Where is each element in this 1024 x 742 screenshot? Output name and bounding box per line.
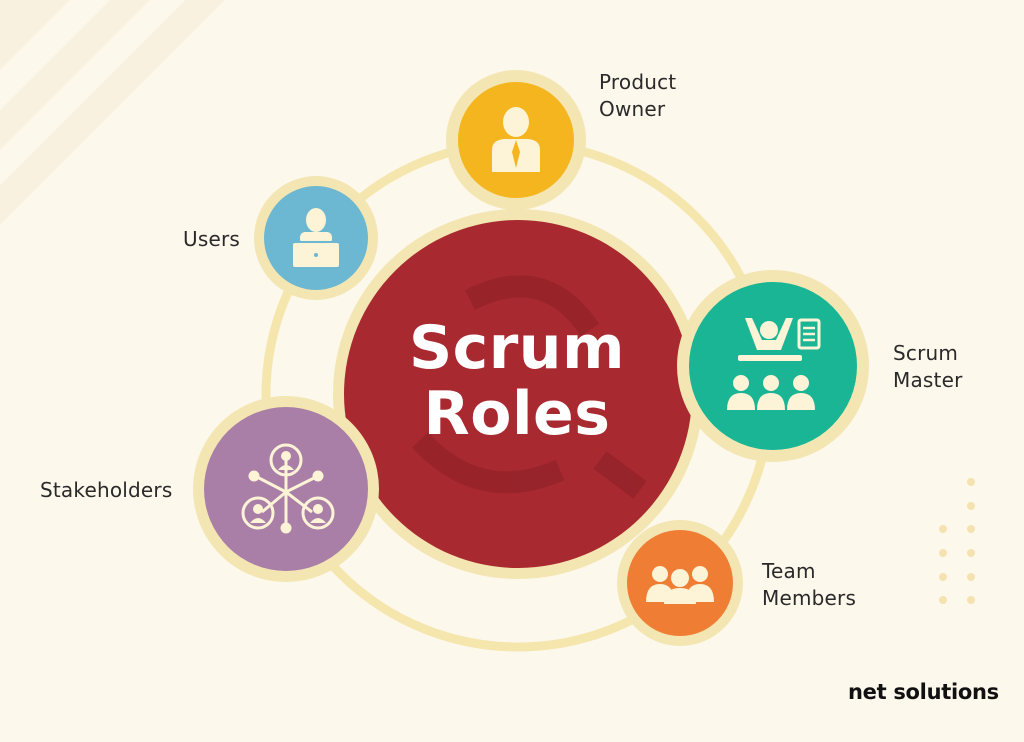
- network-people-icon: [241, 443, 335, 534]
- sprint-cycle-watermark: [411, 275, 647, 499]
- users-node: [254, 176, 378, 300]
- team-members-node: [617, 520, 743, 646]
- team-group-icon: [646, 566, 714, 604]
- brand-logo: net solutions: [848, 680, 999, 704]
- team-members-label: Team Members: [762, 559, 857, 610]
- scrum-master-node: [677, 270, 869, 462]
- title-line-1: Scrum: [408, 313, 626, 383]
- background-stripes: [0, 0, 225, 225]
- product-owner-node: [446, 70, 586, 210]
- stakeholders-node: [193, 396, 379, 582]
- dot-pattern: [939, 478, 975, 604]
- users-label: Users: [183, 227, 241, 251]
- user-laptop-icon: [291, 208, 341, 269]
- product-owner-label: Product Owner: [599, 70, 677, 121]
- center-circle: [333, 209, 703, 579]
- scrum-master-label: Scrum Master: [893, 341, 963, 392]
- title-line-2: Roles: [423, 379, 611, 449]
- presenter-icon: [727, 318, 821, 410]
- stakeholders-label: Stakeholders: [40, 478, 173, 502]
- diagram-title: Scrum Roles: [352, 315, 682, 447]
